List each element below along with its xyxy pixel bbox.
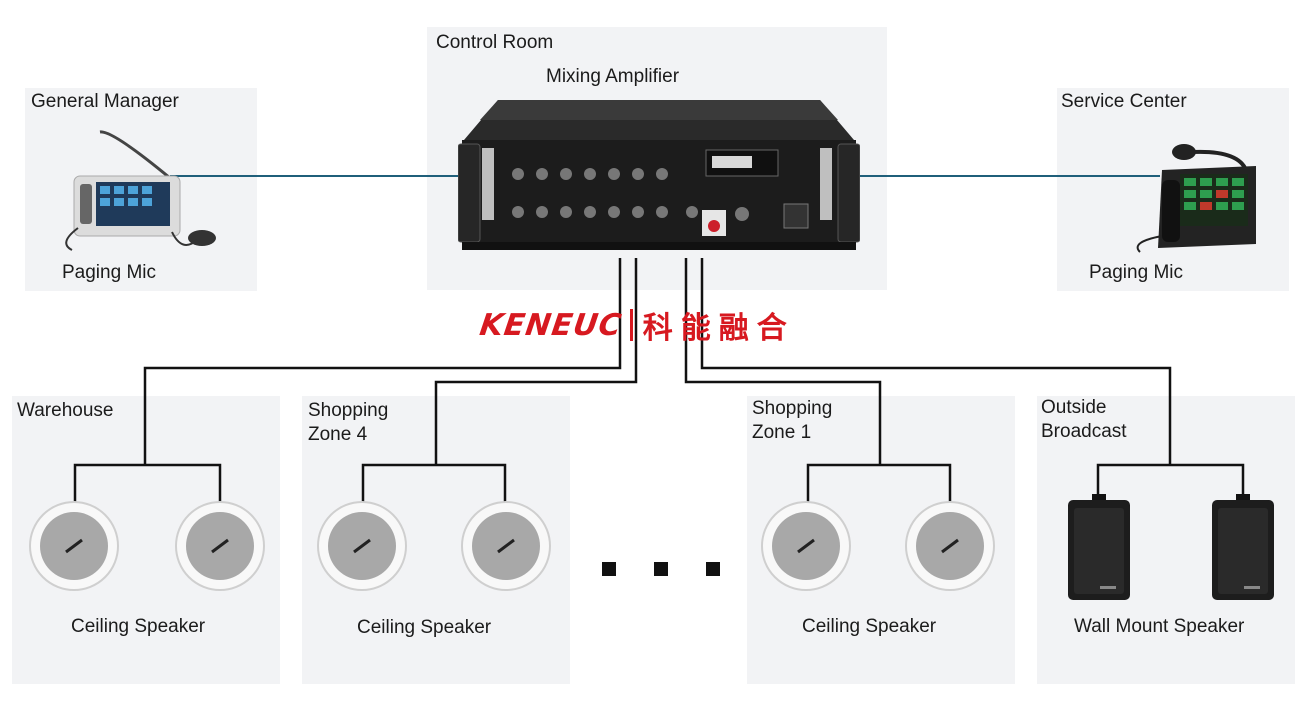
split-outside (1096, 463, 1245, 500)
wire-zone4 (434, 258, 638, 465)
brand-logo-chinese: 科能融合 (642, 311, 795, 346)
control-room-title: Control Room (436, 32, 554, 53)
zone-device-shopping-zone-1: Ceiling Speaker (802, 616, 937, 637)
split-zone4 (361, 463, 507, 502)
ceiling-speaker-icon (761, 501, 851, 591)
ellipsis-dot (654, 562, 668, 576)
wire-warehouse (143, 258, 622, 465)
zone-title-shopping-zone-1: Shopping Zone 1 (752, 398, 833, 443)
wall-mount-speaker-icon (1068, 494, 1130, 600)
general-manager-paging-mic-icon (65, 130, 216, 251)
brand-logo-divider (629, 309, 633, 341)
zone-title-outside-broadcast: Outside Broadcast (1041, 397, 1127, 442)
ellipsis-dot (602, 562, 616, 576)
wire-outside (700, 258, 1172, 465)
general-manager-device-label: Paging Mic (62, 262, 156, 283)
service-center-paging-mic-icon (1136, 144, 1256, 253)
zone-title-warehouse: Warehouse (17, 400, 114, 421)
ceiling-speaker-icon (29, 501, 119, 591)
ceiling-speaker-icon (905, 501, 995, 591)
wall-mount-speaker-icon (1212, 494, 1274, 600)
more-zones-ellipsis (602, 562, 720, 576)
zone-device-warehouse: Ceiling Speaker (71, 616, 206, 637)
service-center-title: Service Center (1061, 91, 1187, 112)
zone-device-shopping-zone-4: Ceiling Speaker (357, 617, 492, 638)
zone-device-outside-broadcast: Wall Mount Speaker (1074, 616, 1245, 637)
brand-logo-latin: KENEUC (477, 307, 625, 343)
split-zone1 (806, 463, 952, 502)
mixing-amplifier-icon (458, 100, 860, 250)
service-center-device-label: Paging Mic (1089, 262, 1183, 283)
mixing-amplifier-label: Mixing Amplifier (546, 66, 680, 87)
brand-logo: KENEUC 科能融合 (477, 307, 795, 347)
zone-title-shopping-zone-4: Shopping Zone 4 (308, 400, 389, 445)
split-warehouse (73, 463, 222, 502)
ceiling-speaker-icon (175, 501, 265, 591)
general-manager-title: General Manager (31, 91, 179, 112)
ceiling-speaker-icon (461, 501, 551, 591)
wire-zone1 (684, 258, 882, 465)
ellipsis-dot (706, 562, 720, 576)
ceiling-speaker-icon (317, 501, 407, 591)
